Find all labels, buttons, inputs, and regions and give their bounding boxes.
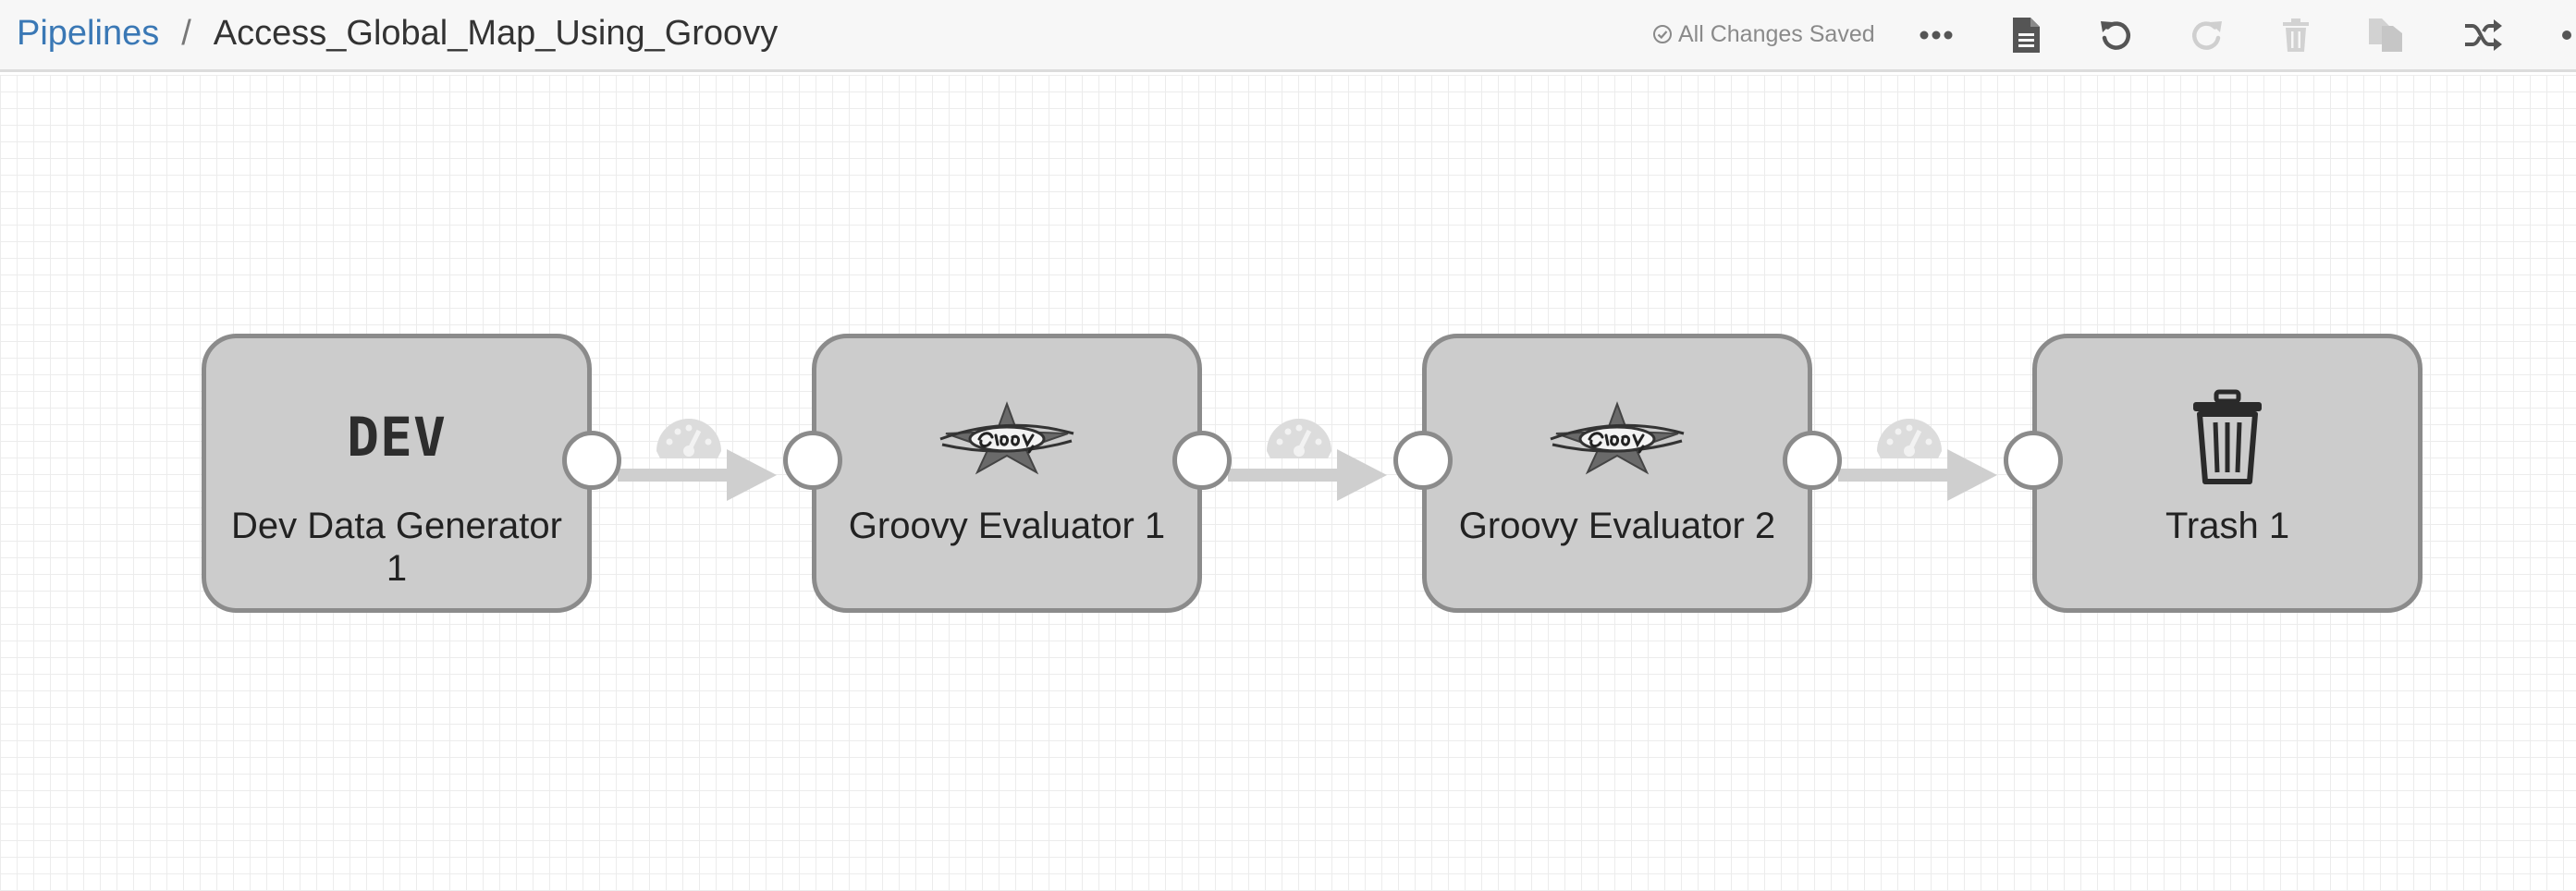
delete-button[interactable]	[2270, 11, 2322, 59]
more-options-button[interactable]	[1910, 11, 1962, 59]
undo-button[interactable]	[2091, 11, 2142, 59]
stage-groovy-evaluator-1[interactable]: Groovy Evaluator 1	[812, 334, 1202, 613]
pipeline-canvas[interactable]	[0, 75, 2576, 891]
duplicate-button[interactable]	[2361, 11, 2412, 59]
pipeline-document-button[interactable]	[2000, 11, 2052, 59]
input-port[interactable]	[2004, 431, 2063, 490]
output-port[interactable]	[1783, 431, 1842, 490]
gauge-icon	[1267, 419, 1331, 458]
redo-icon	[2192, 21, 2222, 50]
pipeline-link[interactable]	[1838, 407, 2005, 514]
document-icon	[2013, 18, 2040, 53]
redo-button[interactable]	[2180, 11, 2232, 59]
groovy-star-icon	[816, 386, 1197, 488]
breadcrumb-pipelines-link[interactable]: Pipelines	[17, 14, 160, 53]
stage-trash-1[interactable]: Trash 1	[2032, 334, 2423, 613]
stage-dev-data-generator[interactable]: DEV Dev Data Generator 1	[202, 334, 592, 613]
breadcrumb: Pipelines / Access_Global_Map_Using_Groovy	[17, 9, 778, 57]
save-status-text: All Changes Saved	[1678, 21, 1875, 47]
gauge-icon	[656, 419, 721, 458]
more-options-icon	[1920, 31, 1953, 40]
breadcrumb-separator: /	[181, 14, 191, 53]
toolbar-overflow-button[interactable]	[2545, 11, 2576, 59]
trash-can-icon	[2037, 386, 2418, 488]
stage-label: Dev Data Generator 1	[231, 506, 562, 589]
input-port[interactable]	[783, 431, 842, 490]
undo-icon	[2101, 21, 2130, 50]
stage-groovy-evaluator-2[interactable]: Groovy Evaluator 2	[1422, 334, 1812, 613]
check-circle-icon	[1653, 25, 1672, 43]
gauge-icon	[1877, 419, 1942, 458]
more-icon	[2562, 31, 2571, 40]
pipeline-title: Access_Global_Map_Using_Groovy	[213, 14, 779, 53]
input-port[interactable]	[1393, 431, 1453, 490]
dev-icon-text: DEV	[347, 406, 447, 469]
trash-icon	[2283, 18, 2309, 52]
output-port[interactable]	[1172, 431, 1232, 490]
top-bar: Pipelines / Access_Global_Map_Using_Groovy…	[0, 0, 2576, 72]
stage-label: Trash 1	[2165, 506, 2290, 546]
output-port[interactable]	[562, 431, 621, 490]
save-status: All Changes Saved	[1652, 20, 1875, 48]
shuffle-icon	[2465, 19, 2502, 51]
groovy-star-icon	[1427, 386, 1808, 488]
auto-arrange-button[interactable]	[2458, 11, 2509, 59]
pipeline-link[interactable]	[618, 407, 784, 514]
stage-label: Groovy Evaluator 1	[848, 506, 1166, 546]
stage-label: Groovy Evaluator 2	[1458, 506, 1776, 546]
pipeline-link[interactable]	[1228, 407, 1394, 514]
copy-icon	[2369, 18, 2402, 52]
dev-icon: DEV	[206, 386, 587, 488]
